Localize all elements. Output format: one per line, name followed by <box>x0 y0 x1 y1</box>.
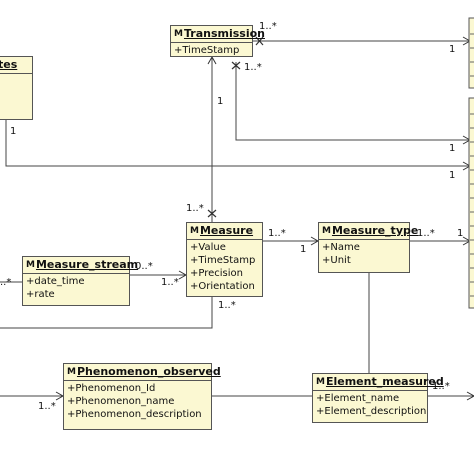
class-measure-type[interactable]: MMeasure_type +Name +Unit <box>318 222 418 273</box>
class-measure-stream-header: MMeasure_stream <box>23 257 138 274</box>
attr-rate: +rate <box>26 289 55 300</box>
mult-trans-right-bottom: 1..* <box>244 62 262 73</box>
mult-measure-bottom: 1..* <box>218 300 236 311</box>
right-class-top <box>468 17 474 89</box>
class-measure[interactable]: MMeasure +Value +TimeStamp +Precision +O… <box>186 222 263 297</box>
class-measure-stream-name: Measure_stream <box>35 258 139 271</box>
mult-stream-left: ..* <box>0 277 12 288</box>
assoc-measure-bottom-left <box>0 297 213 329</box>
stereotype-icon: M <box>316 377 325 387</box>
stereotype-icon: M <box>322 226 331 236</box>
class-element-measured[interactable]: MElement_measured +Element_name +Element… <box>312 373 444 423</box>
x-mark-transmission-right <box>255 36 264 46</box>
attr-phenomenon-name: +Phenomenon_name <box>67 396 175 407</box>
class-rates[interactable]: tes <box>0 56 33 120</box>
mult-measure-right: 1..* <box>268 228 286 239</box>
attr-orientation: +Orientation <box>190 281 255 292</box>
x-mark-transmission-down <box>231 61 241 70</box>
attr-timestamp: +TimeStamp <box>190 255 256 266</box>
class-rates-name: tes <box>0 58 18 71</box>
mult-pheno-left: 1..* <box>38 401 56 412</box>
attr-value: +Value <box>190 242 226 253</box>
attr-element-name: +Element_name <box>316 393 400 404</box>
class-measure-type-name: Measure_type <box>331 224 419 237</box>
mult-stream-right: 0..* <box>135 261 153 272</box>
mult-far-right-mtype: 1 <box>457 228 464 239</box>
mult-far-right-long: 1 <box>449 170 456 181</box>
mult-measure-left: 1..* <box>161 277 179 288</box>
class-rates-header: tes <box>0 57 32 74</box>
attr-phenomenon-id: +Phenomenon_Id <box>67 383 156 394</box>
attr-element-description: +Element_description <box>316 406 427 417</box>
arrow-head-element-right <box>466 391 474 401</box>
mult-mtype-right: 1..* <box>417 228 435 239</box>
class-phenomenon-observed-name: Phenomenon_observed <box>76 365 221 378</box>
class-measure-type-header: MMeasure_type <box>319 223 418 240</box>
attr-precision: +Precision <box>190 268 243 279</box>
class-measure-stream[interactable]: MMeasure_stream +date_time +rate <box>22 256 138 306</box>
attr-unit: +Unit <box>322 255 351 266</box>
x-mark-measure-up <box>207 209 217 218</box>
attr-timestamp: +TimeStamp <box>174 45 240 56</box>
attr-name: +Name <box>322 242 360 253</box>
stereotype-icon: M <box>26 260 35 270</box>
class-transmission-name: Transmission <box>183 27 265 40</box>
mult-right-box-top: 1 <box>449 44 456 55</box>
class-measure-name: Measure <box>199 224 254 237</box>
right-class-lower <box>468 97 474 309</box>
mult-trans-right-top: 1..* <box>259 21 277 32</box>
mult-mtype-left: 1 <box>300 244 307 255</box>
assoc-transmission-right-lower <box>235 62 470 141</box>
mult-rates-bottom: 1 <box>10 126 17 137</box>
stereotype-icon: M <box>174 29 183 39</box>
class-transmission-header: MTransmission <box>171 26 265 43</box>
mult-right-box-mid: 1 <box>449 143 456 154</box>
class-phenomenon-observed[interactable]: MPhenomenon_observed +Phenomenon_Id +Phe… <box>63 363 221 430</box>
mult-elem-right: 1..* <box>432 381 450 392</box>
attr-phenomenon-description: +Phenomenon_description <box>67 409 202 420</box>
partial-right-boxes <box>468 17 474 309</box>
attr-date-time: +date_time <box>26 276 85 287</box>
assoc-rates-far-right <box>5 120 470 167</box>
stereotype-icon: M <box>190 226 199 236</box>
class-measure-header: MMeasure <box>187 223 262 240</box>
stereotype-icon: M <box>67 367 76 377</box>
class-phenomenon-observed-header: MPhenomenon_observed <box>64 364 221 381</box>
class-transmission[interactable]: MTransmission +TimeStamp <box>170 25 265 57</box>
class-element-measured-header: MElement_measured <box>313 374 444 391</box>
arrow-head-up-transmission <box>207 55 217 65</box>
class-element-measured-name: Element_measured <box>325 375 444 388</box>
mult-measure-up: 1..* <box>186 203 204 214</box>
mult-trans-down: 1 <box>217 96 224 107</box>
